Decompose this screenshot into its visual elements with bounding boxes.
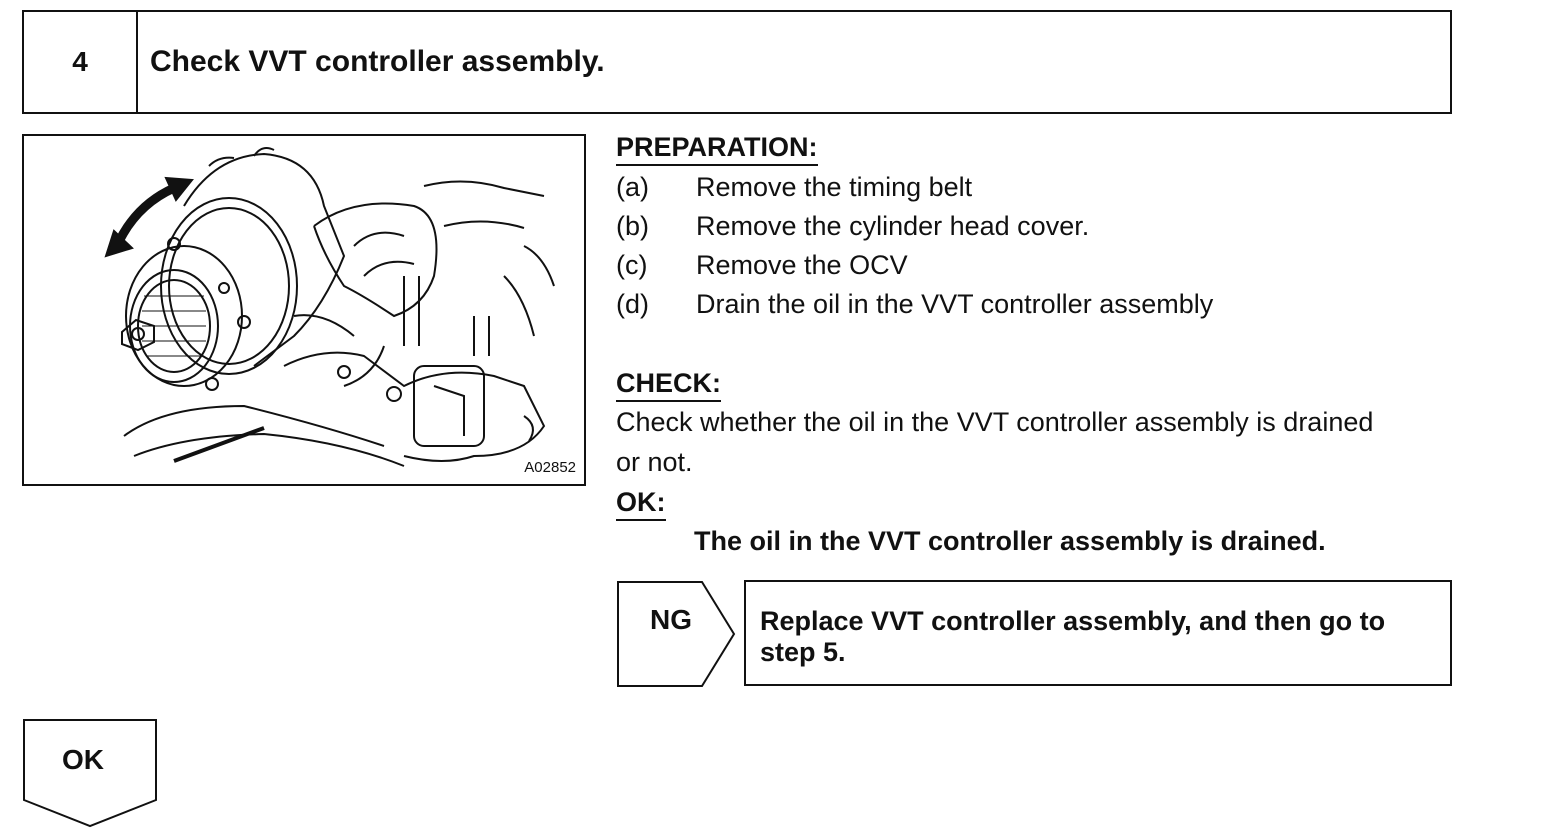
step-header: 4 Check VVT controller assembly. [22, 10, 1452, 114]
ng-arrow-icon [617, 581, 736, 687]
prep-item-letter: (d) [616, 289, 649, 319]
prep-item-letter: (b) [616, 211, 649, 241]
vvt-controller-illustration: A02852 [22, 134, 586, 486]
figure-code: A02852 [524, 459, 576, 476]
step-number: 4 [24, 12, 138, 112]
ng-action-box: Replace VVT controller assembly, and the… [744, 580, 1452, 686]
check-heading: CHECK: [616, 368, 721, 402]
step-title: Check VVT controller assembly. [150, 45, 605, 78]
preparation-heading: PREPARATION: [616, 132, 818, 166]
prep-item-letter: (c) [616, 250, 648, 280]
ng-tag: NG [616, 580, 740, 688]
prep-item-text: Remove the cylinder head cover. [696, 211, 1090, 241]
engine-drawing-icon [104, 147, 555, 467]
ok-tag: OK [22, 718, 158, 828]
ok-arrow-icon [23, 719, 157, 828]
ok-label: OK [62, 744, 104, 775]
ng-label: NG [650, 604, 692, 635]
prep-item-text: Remove the timing belt [696, 172, 973, 202]
check-text-line2: or not. [616, 447, 693, 477]
prep-item-text: Remove the OCV [696, 250, 908, 280]
prep-item-letter: (a) [616, 172, 649, 202]
ng-action-text: Replace VVT controller assembly, and the… [760, 606, 1386, 667]
prep-item-text: Drain the oil in the VVT controller asse… [696, 289, 1214, 319]
check-text-line1: Check whether the oil in the VVT control… [616, 407, 1374, 437]
ok-criteria-heading: OK: [616, 487, 666, 521]
ok-criteria-text: The oil in the VVT controller assembly i… [694, 526, 1326, 556]
